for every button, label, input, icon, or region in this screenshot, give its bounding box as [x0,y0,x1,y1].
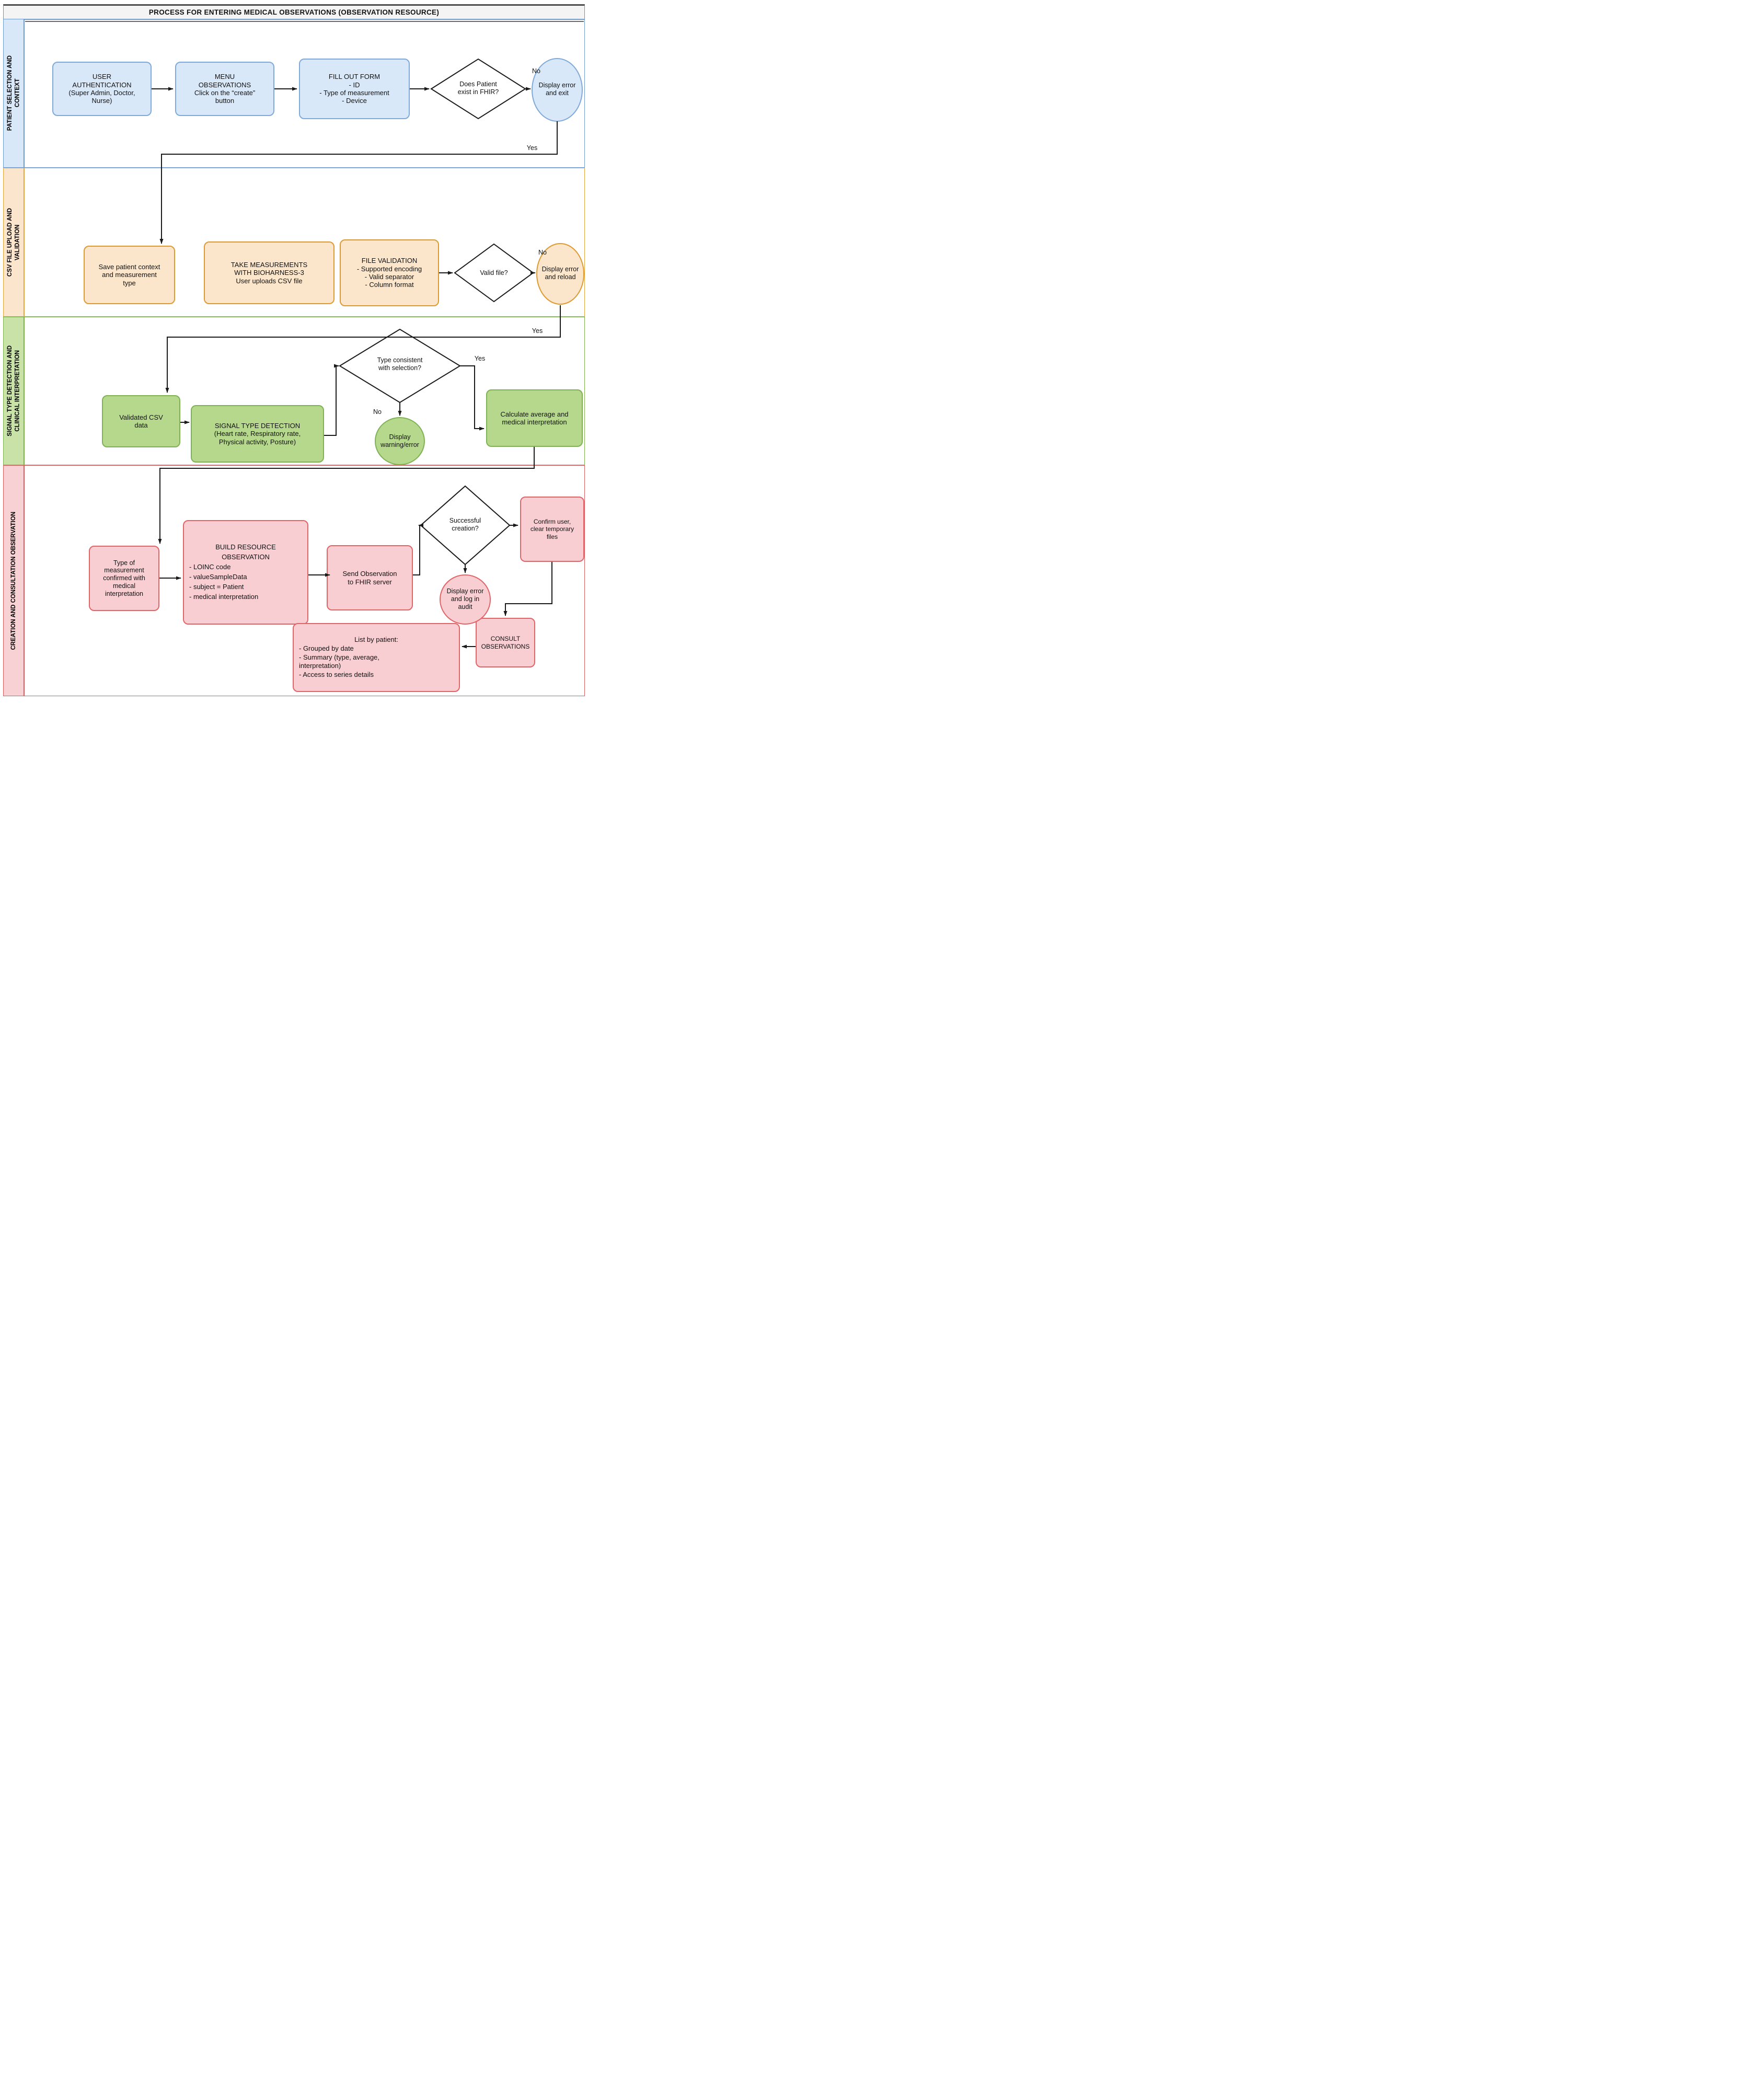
node-build-resource: BUILD RESOURCE OBSERVATION - LOINC code … [183,520,308,625]
lane-label-creation-consultation: CREATION AND CONSULTATION OBSERVATION [10,511,17,650]
node-take-measurements: TAKE MEASUREMENTS WITH BIOHARNESS-3 User… [204,241,335,304]
edge-label-yes-1: Yes [526,144,538,152]
node-menu-observations: MENU OBSERVATIONS Click on the “create” … [175,62,274,116]
node-confirm-user-label: Confirm user, clear temporary files [530,518,574,540]
decision-valid-file-label: Valid file? [480,269,508,276]
edge-label-yes-3: Yes [474,355,486,362]
edge-label-no-1: No [532,67,540,75]
edge-label-yes-2: Yes [532,327,543,335]
lane-label-signal-detection: SIGNAL TYPE DETECTION AND CLINICAL INTER… [6,345,20,436]
node-consult-observations-label: CONSULT OBSERVATIONS [481,635,530,650]
node-save-patient-context: Save patient context and measurement typ… [84,246,175,304]
node-validated-csv: Validated CSV data [102,395,180,447]
decision-successful-creation-label: Successful creation? [449,517,481,532]
edge-label-no-3: No [373,408,382,416]
node-list-by-patient-title: List by patient: [354,635,398,643]
node-file-validation-label: FILE VALIDATION - Supported encoding - V… [356,257,422,289]
node-file-validation: FILE VALIDATION - Supported encoding - V… [340,239,439,306]
node-calculate-average: Calculate average and medical interpreta… [486,389,583,447]
node-build-resource-title: BUILD RESOURCE OBSERVATION [215,543,276,561]
node-fill-out-form-label: FILL OUT FORM - ID - Type of measurement… [319,73,389,105]
diagram-title: PROCESS FOR ENTERING MEDICAL OBSERVATION… [3,4,585,19]
terminator-display-warning-error-label: Display warning/error [381,433,419,448]
terminator-display-error-audit-label: Display error and log in audit [446,587,484,610]
node-list-by-patient-bullets: - Grouped by date - Summary (type, avera… [299,644,379,679]
terminator-display-error-reload-label: Display error and reload [541,266,579,281]
lane-strip-csv-upload: CSV FILE UPLOAD AND VALIDATION [3,168,24,317]
lane-strip-creation-consultation: CREATION AND CONSULTATION OBSERVATION [3,465,24,696]
node-signal-type-detection: SIGNAL TYPE DETECTION (Heart rate, Respi… [191,405,324,463]
node-calculate-average-label: Calculate average and medical interpreta… [500,410,569,426]
node-take-measurements-label: TAKE MEASUREMENTS WITH BIOHARNESS-3 User… [230,261,308,285]
node-signal-type-detection-label: SIGNAL TYPE DETECTION (Heart rate, Respi… [214,422,301,446]
lane-strip-patient-selection: PATIENT SELECTION AND CONTEXT [3,19,24,168]
decision-type-consistent-label: Type consistent with selection? [377,356,423,372]
flowchart-diagram: PROCESS FOR ENTERING MEDICAL OBSERVATION… [0,0,588,699]
edge-label-no-2: No [538,249,547,256]
divider-line [25,21,584,22]
node-menu-observations-label: MENU OBSERVATIONS Click on the “create” … [194,73,256,105]
node-type-confirmed-label: Type of measurement confirmed with medic… [103,559,145,597]
node-fill-out-form: FILL OUT FORM - ID - Type of measurement… [299,59,410,119]
node-build-resource-bullets: - LOINC code - valueSampleData - subject… [189,563,259,601]
lane-label-patient-selection: PATIENT SELECTION AND CONTEXT [6,55,20,131]
node-type-confirmed: Type of measurement confirmed with medic… [89,546,159,611]
lane-label-csv-upload: CSV FILE UPLOAD AND VALIDATION [6,208,20,277]
node-validated-csv-label: Validated CSV data [119,413,163,429]
node-user-authentication: USER AUTHENTICATION (Super Admin, Doctor… [52,62,152,116]
terminator-display-error-exit-label: Display error and exit [538,82,576,97]
node-confirm-user: Confirm user, clear temporary files [520,497,584,562]
lane-strip-signal-detection: SIGNAL TYPE DETECTION AND CLINICAL INTER… [3,317,24,465]
node-consult-observations: CONSULT OBSERVATIONS [476,618,535,667]
node-save-patient-context-label: Save patient context and measurement typ… [98,263,160,287]
node-user-authentication-label: USER AUTHENTICATION (Super Admin, Doctor… [68,73,135,105]
decision-patient-exists-label: Does Patient exist in FHIR? [457,80,499,96]
node-list-by-patient: List by patient: - Grouped by date - Sum… [293,623,460,692]
node-send-observation-label: Send Observation to FHIR server [342,570,397,586]
node-send-observation: Send Observation to FHIR server [327,545,413,610]
